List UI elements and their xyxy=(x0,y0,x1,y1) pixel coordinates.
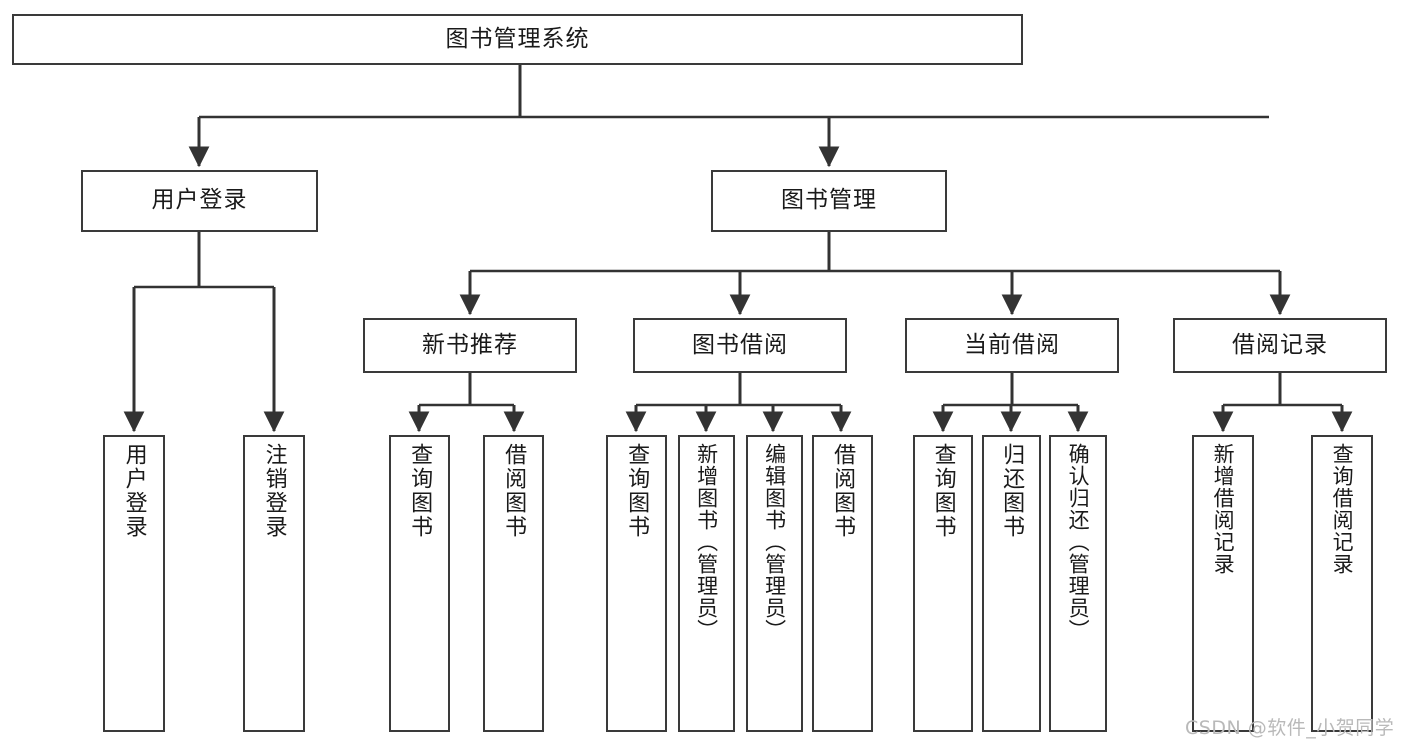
node-label: 图书管理 xyxy=(781,187,877,214)
node-label: 用户登录 xyxy=(121,443,147,539)
leaf-add-borrow-record[interactable]: 新增借阅记录 xyxy=(1192,435,1254,732)
node-label: 归还图书 xyxy=(999,443,1025,539)
leaf-borrow-book[interactable]: 借阅图书 xyxy=(812,435,873,732)
node-current-borrow[interactable]: 当前借阅 xyxy=(905,318,1119,373)
node-label: 编辑图书（管理员） xyxy=(762,443,787,641)
node-label: 查询图书 xyxy=(930,443,956,539)
node-book-management[interactable]: 图书管理 xyxy=(711,170,947,232)
node-user-login[interactable]: 用户登录 xyxy=(81,170,318,232)
node-label: 图书管理系统 xyxy=(445,25,590,52)
node-label: 新增借阅记录 xyxy=(1211,443,1236,575)
node-label: 用户登录 xyxy=(151,187,248,214)
node-borrow-record[interactable]: 借阅记录 xyxy=(1173,318,1387,373)
node-new-book-recommend[interactable]: 新书推荐 xyxy=(363,318,577,373)
node-root-system[interactable]: 图书管理系统 xyxy=(12,14,1023,65)
leaf-borrow-book-recommend[interactable]: 借阅图书 xyxy=(483,435,544,732)
leaf-query-borrow-record[interactable]: 查询借阅记录 xyxy=(1311,435,1373,732)
node-label: 借阅记录 xyxy=(1232,331,1328,358)
node-label: 查询借阅记录 xyxy=(1330,443,1355,575)
leaf-edit-book-admin[interactable]: 编辑图书（管理员） xyxy=(746,435,803,732)
node-book-borrow[interactable]: 图书借阅 xyxy=(633,318,847,373)
csdn-watermark: CSDN @软件_小贺同学 xyxy=(1185,717,1395,739)
leaf-query-book-borrow[interactable]: 查询图书 xyxy=(606,435,667,732)
node-label: 新书推荐 xyxy=(422,331,518,358)
node-label: 确认归还（管理员） xyxy=(1066,443,1091,641)
node-label: 图书借阅 xyxy=(692,331,788,358)
node-label: 新增图书（管理员） xyxy=(694,443,719,641)
leaf-logout[interactable]: 注销登录 xyxy=(243,435,305,732)
node-label: 当前借阅 xyxy=(964,331,1060,358)
leaf-confirm-return-admin[interactable]: 确认归还（管理员） xyxy=(1049,435,1107,732)
node-label: 借阅图书 xyxy=(501,443,527,539)
node-label: 借阅图书 xyxy=(830,443,856,539)
node-label: 查询图书 xyxy=(624,443,650,539)
leaf-add-book-admin[interactable]: 新增图书（管理员） xyxy=(678,435,735,732)
leaf-return-book[interactable]: 归还图书 xyxy=(982,435,1041,732)
leaf-query-book-recommend[interactable]: 查询图书 xyxy=(389,435,450,732)
leaf-query-book-current[interactable]: 查询图书 xyxy=(913,435,973,732)
node-label: 查询图书 xyxy=(407,443,433,539)
node-label: 注销登录 xyxy=(261,443,287,539)
leaf-user-login[interactable]: 用户登录 xyxy=(103,435,165,732)
